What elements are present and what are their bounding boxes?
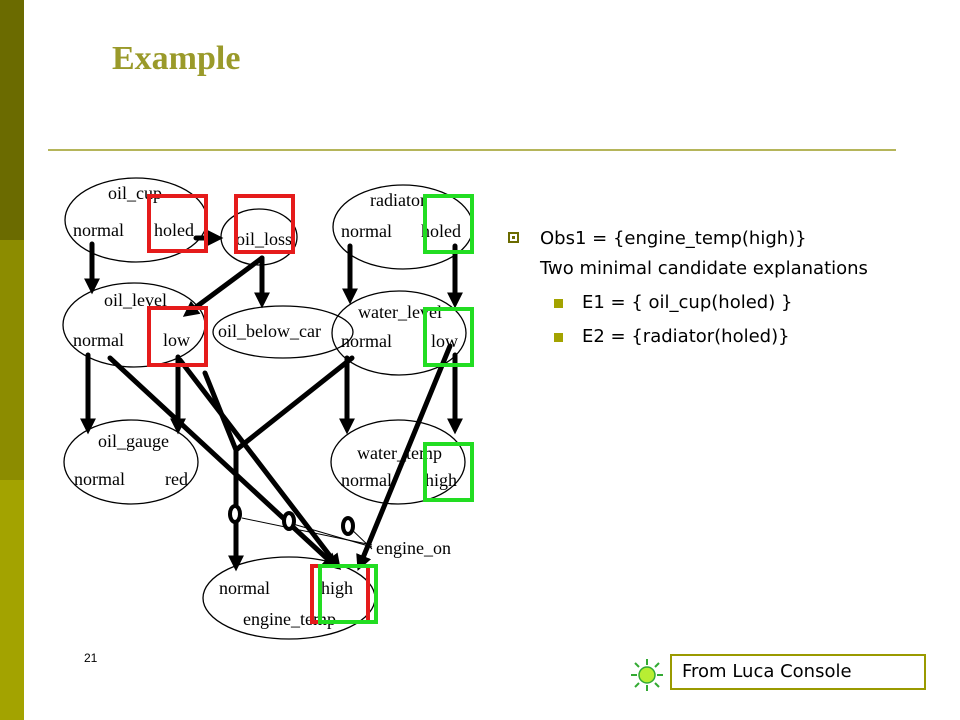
bullet-explanation-e1: E1 = { oil_cup(holed) } [508, 290, 928, 316]
label-radiator: radiator [370, 190, 426, 210]
arrow-oil-loss-to-oil-level [182, 255, 265, 317]
highlight-green-water-level-low [423, 307, 474, 367]
label-oil-level-normal: normal [73, 330, 124, 350]
label-oil-below-car: oil_below_car [218, 321, 321, 341]
bullet-observation: Obs1 = {engine_temp(high)} [508, 226, 928, 252]
label-water-temp: water_temp [357, 443, 442, 463]
highlight-boxes [147, 194, 474, 624]
label-engine-temp: engine_temp [243, 609, 336, 629]
slide-title: Example [112, 40, 241, 77]
label-engine-temp-normal: normal [219, 578, 270, 598]
branch-oil-level-normal [202, 370, 239, 453]
arrow-water-temp-high-to-engine-temp [356, 343, 453, 571]
label-engine-on: engine_on [376, 538, 451, 558]
bullet-e2-text: E2 = {radiator(holed)} [582, 326, 790, 347]
label-oil-level-low: low [163, 330, 190, 350]
node-oil-below-car [212, 305, 354, 359]
highlight-red-oil-cup-holed [147, 194, 208, 253]
label-water-temp-normal: normal [341, 470, 392, 490]
bullet-e1-text: E1 = { oil_cup(holed) } [582, 292, 793, 313]
label-oil-level: oil_level [104, 290, 167, 310]
sidebar-decoration [0, 0, 24, 720]
label-oil-gauge-normal: normal [74, 469, 125, 489]
highlight-red-oil-loss [234, 194, 295, 254]
highlight-red-oil-level-low [147, 306, 208, 367]
title-divider [48, 149, 896, 151]
label-water-level: water_level [358, 302, 442, 322]
label-oil-gauge: oil_gauge [98, 431, 169, 451]
highlight-green-radiator-holed [423, 194, 474, 254]
label-water-temp-high: high [425, 470, 457, 490]
label-oil-cup-normal: normal [73, 220, 124, 240]
sub-bullet-marker [554, 333, 563, 342]
engine-on-marker-1 [228, 504, 242, 524]
diagram-arrows [79, 229, 464, 572]
label-water-level-low: low [431, 331, 458, 351]
bullet-intro-text: Two minimal candidate explanations [540, 258, 868, 279]
engine-on-marker-3 [341, 516, 355, 536]
arrow-oil-level-normal-to-engine-temp [107, 355, 339, 570]
sub-bullet-marker [554, 299, 563, 308]
node-water-level [331, 290, 467, 376]
bullet-observation-text: Obs1 = {engine_temp(high)} [540, 228, 807, 249]
sidebar-band-light [0, 480, 24, 720]
bullet-explanation-e2: E2 = {radiator(holed)} [508, 324, 928, 350]
label-oil-gauge-red: red [165, 469, 188, 489]
page-number: 21 [84, 651, 98, 665]
label-radiator-holed: holed [421, 221, 461, 241]
engine-on-marker-2 [282, 511, 296, 531]
label-oil-cup-holed: holed [154, 220, 194, 240]
label-water-level-normal: normal [341, 331, 392, 351]
label-oil-cup: oil_cup [108, 183, 162, 203]
label-radiator-normal: normal [341, 221, 392, 241]
sun-icon [631, 659, 663, 691]
highlight-green-water-temp-high [423, 442, 474, 502]
label-engine-temp-high: high [321, 578, 353, 598]
node-water-temp [330, 419, 466, 505]
sidebar-band-mid [0, 240, 24, 480]
highlight-green-engine-temp-high [318, 564, 378, 624]
bullet-marker [508, 232, 519, 243]
label-oil-loss: oil_loss [236, 229, 292, 249]
node-oil-gauge [63, 419, 199, 505]
sidebar-band-dark [0, 0, 24, 240]
bullet-list: Obs1 = {engine_temp(high)} Two minimal c… [508, 226, 928, 350]
arrow-oil-level-low-to-engine-temp [177, 357, 341, 571]
credit-box: From Luca Console [670, 654, 926, 690]
branch-water-level-normal [233, 355, 355, 453]
